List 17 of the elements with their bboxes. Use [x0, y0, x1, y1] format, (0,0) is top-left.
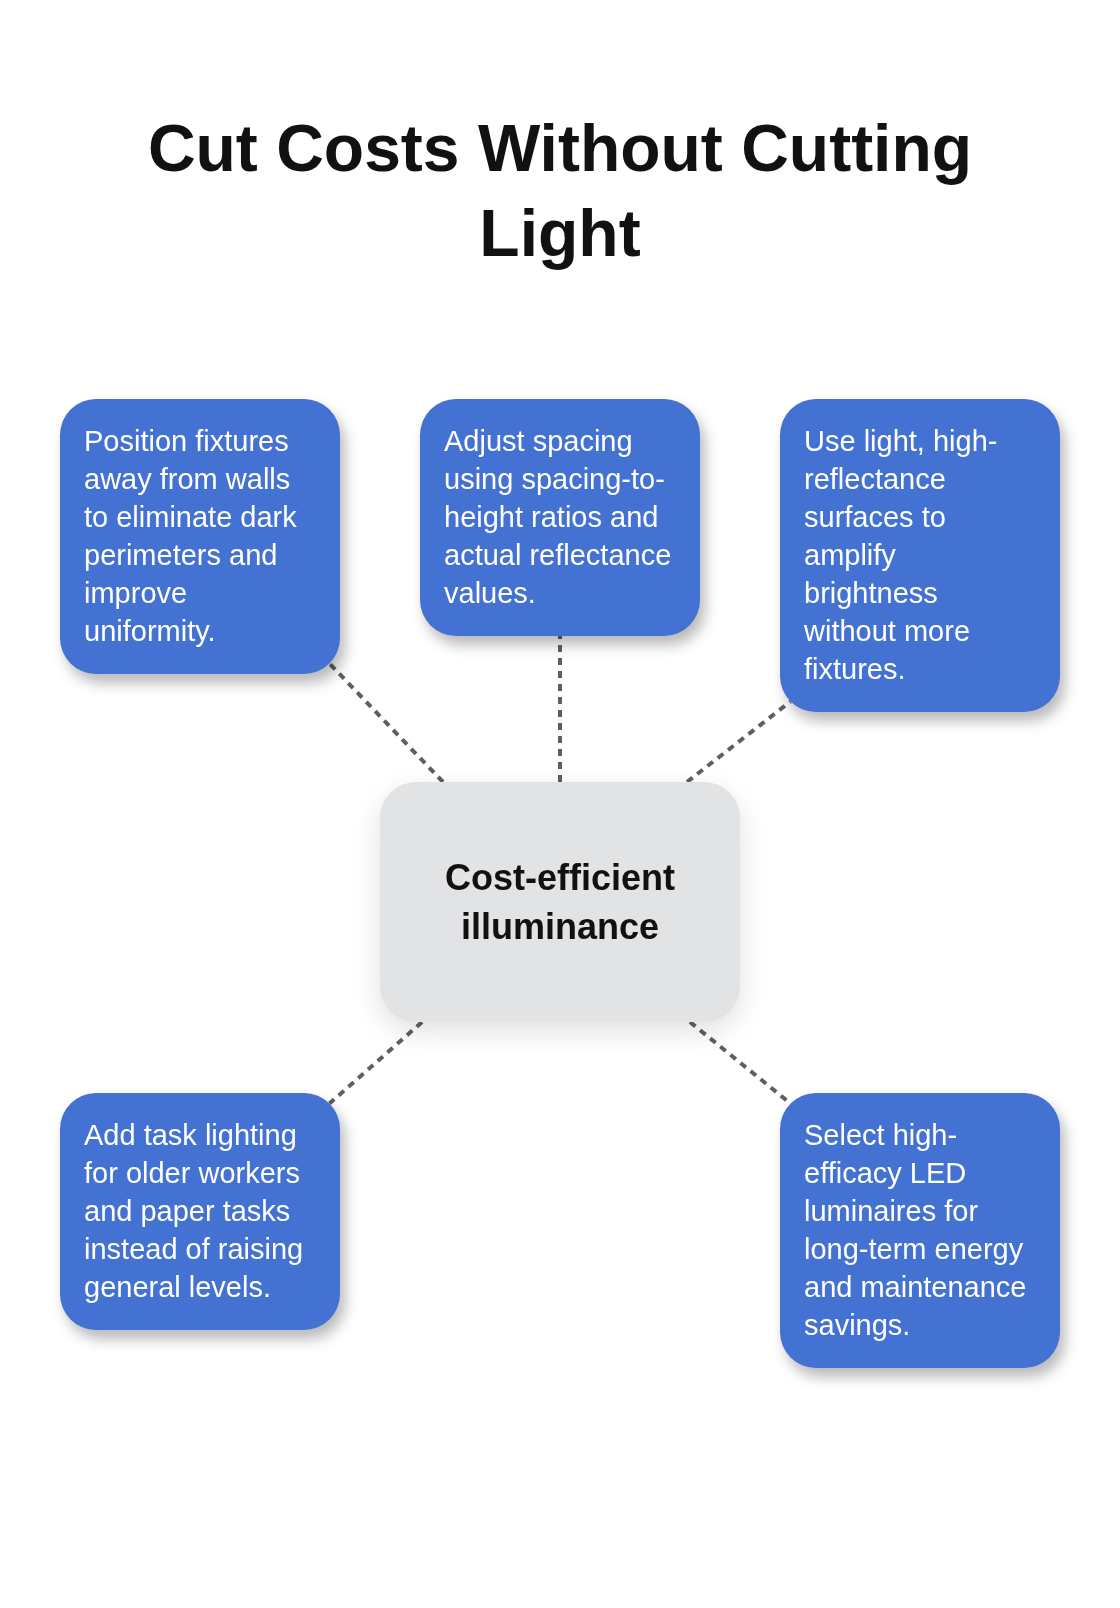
tip-card: [780, 1093, 1060, 1368]
dashed-connector: [328, 1020, 424, 1106]
dashed-connector: [328, 662, 445, 784]
tip-text: Adjust spacing using spacing-to-height ratios and actual reflectance values.: [444, 424, 672, 611]
tip-text: Add task lighting for older workers and paper tasks instead of raising general levels.: [84, 1118, 305, 1305]
tip-card: [60, 399, 340, 674]
tip-text: Position fixtures away from walls to eliminate dark perimeters and improve uniformity.: [84, 424, 298, 649]
tip-card: [60, 1093, 340, 1330]
dashed-connector: [685, 699, 792, 784]
tip-text: Select high-efficacy LED luminaires for long-term energy and maintenance savings.: [804, 1118, 1028, 1343]
dashed-connector: [558, 636, 562, 782]
tip-card: [420, 399, 700, 636]
tip-text: Use light, high-reflectance surfaces to amplify brightness without more fixtures.: [804, 424, 999, 687]
center-label: Cost-efficient illuminance: [444, 856, 676, 949]
tip-card: [780, 399, 1060, 712]
center-card: [380, 782, 740, 1022]
title: Cut Costs Without Cutting Light: [146, 110, 974, 272]
